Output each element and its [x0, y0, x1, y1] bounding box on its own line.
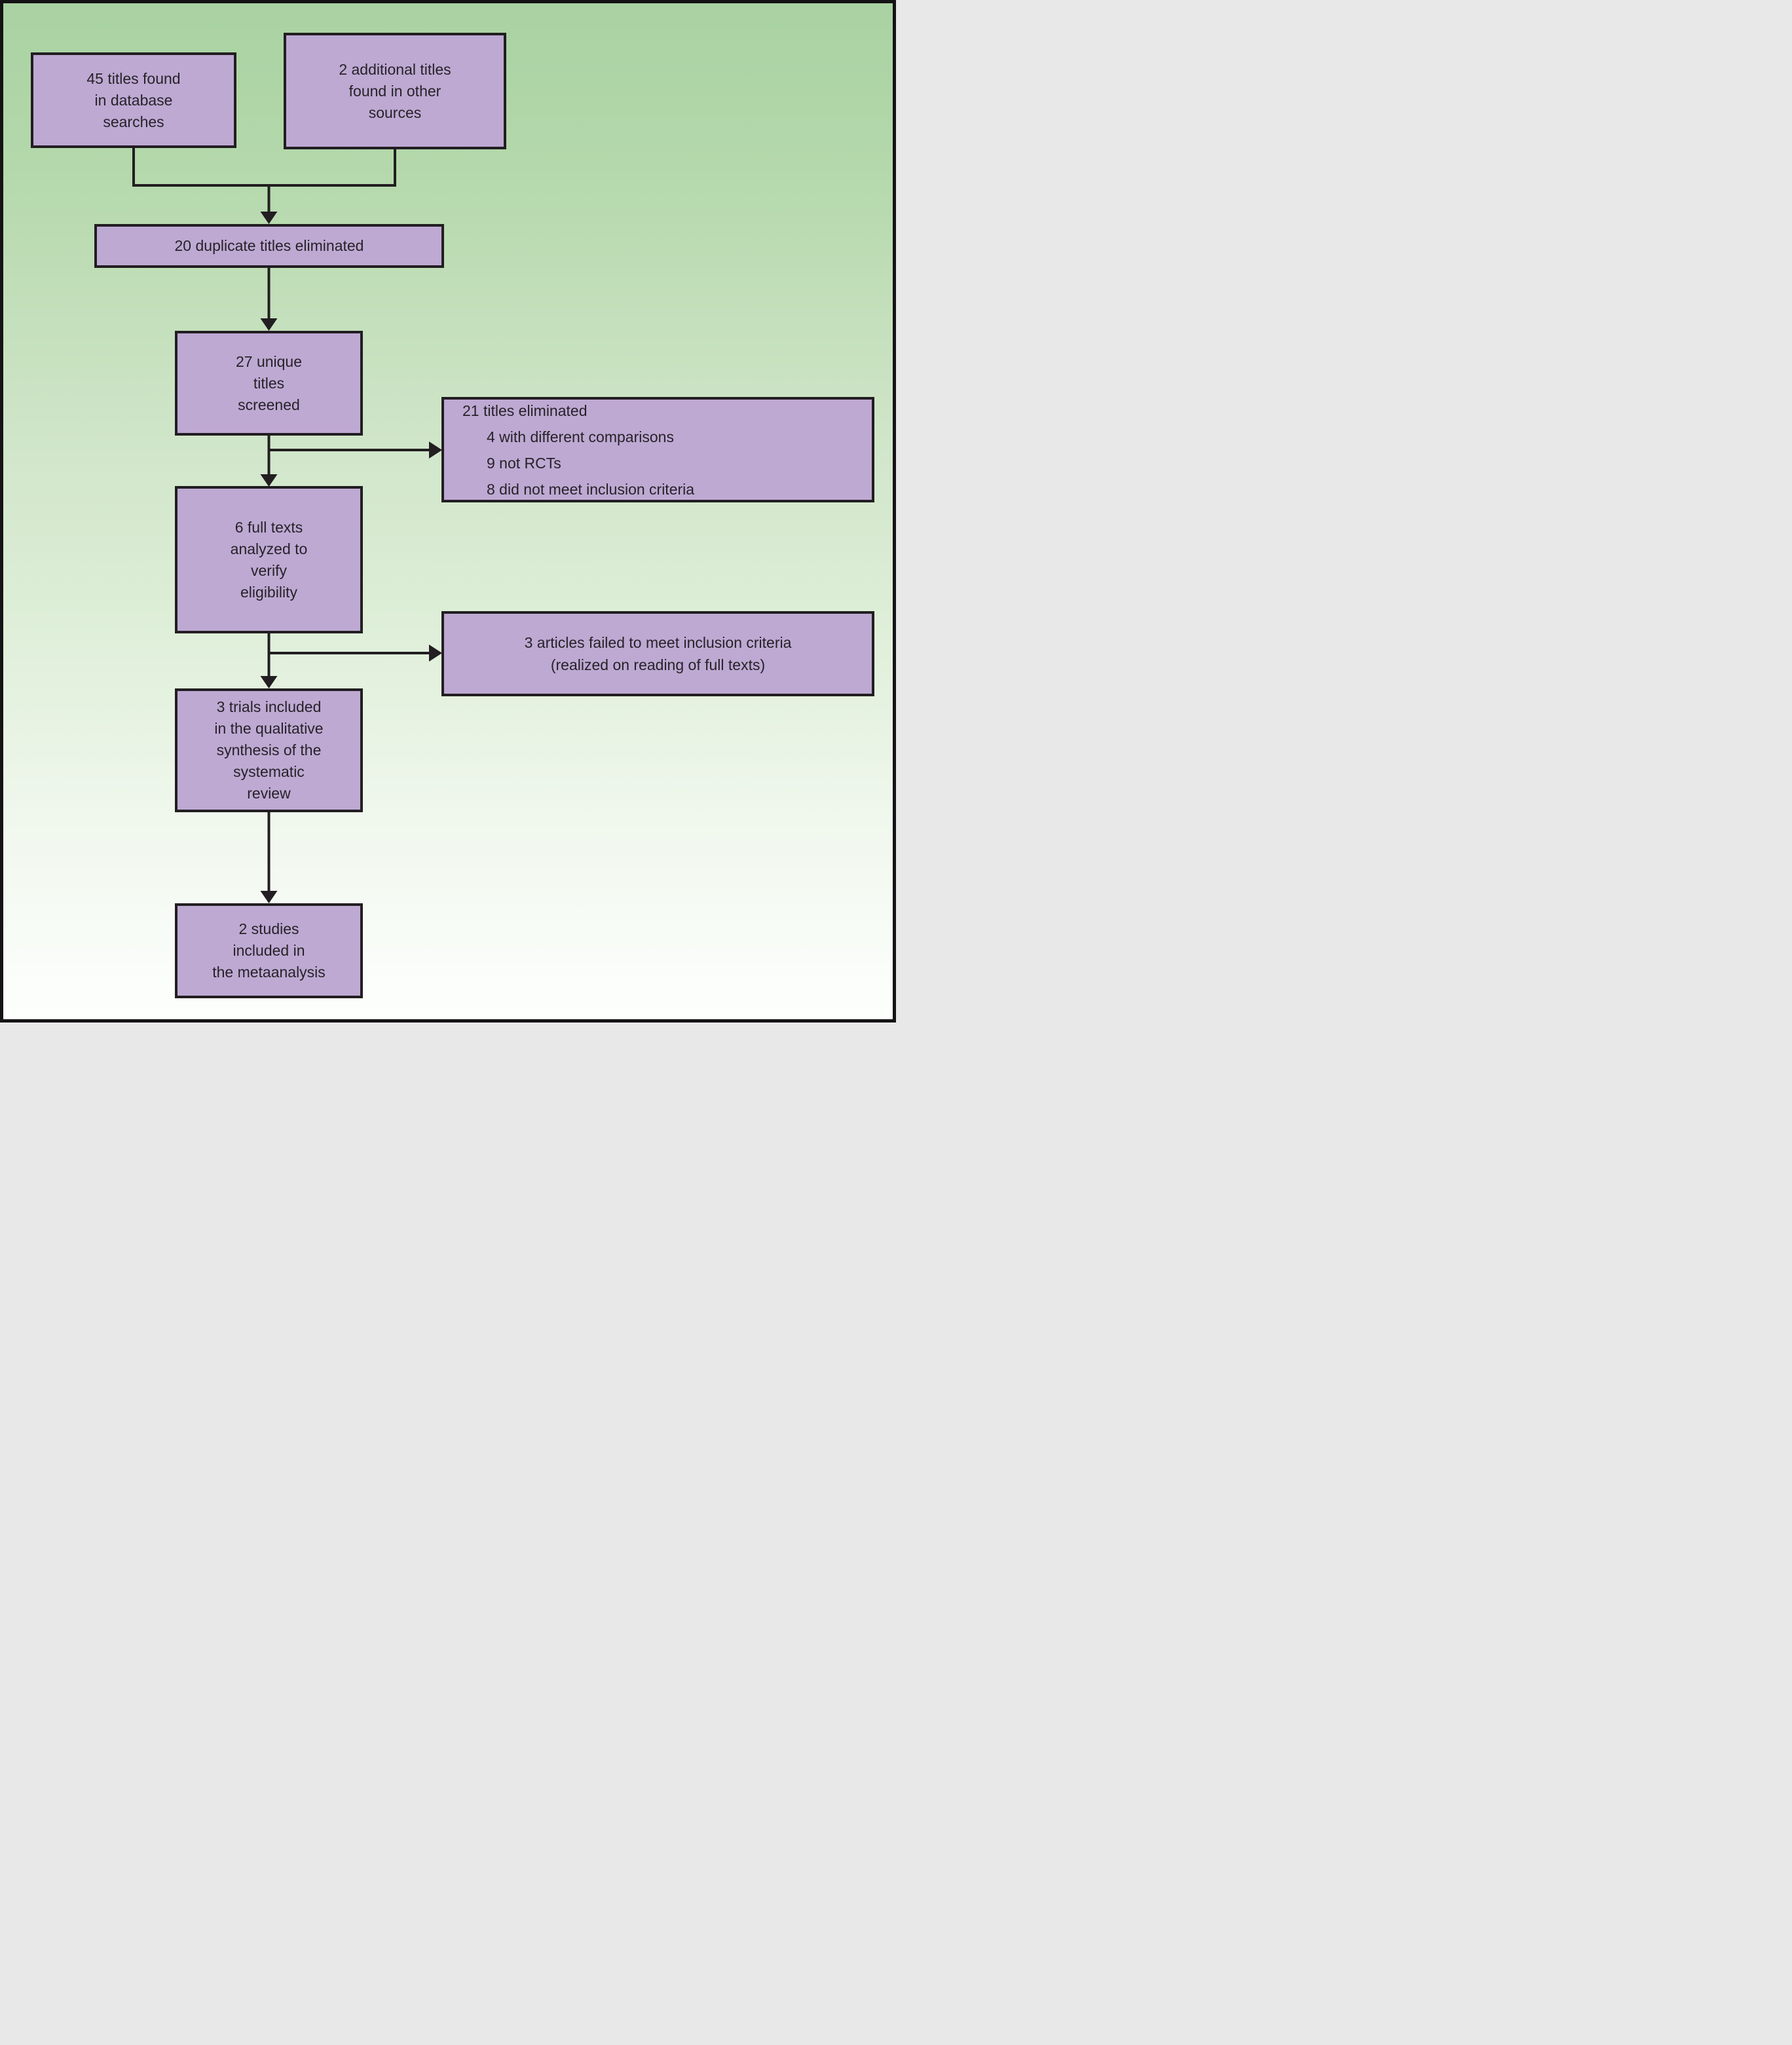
box-trials-qualitative-synthesis-text: 3 trials included in the qualitative syn… [214, 698, 324, 802]
box-titles-eliminated-reasons: 21 titles eliminated 4 with different co… [441, 397, 874, 502]
box-studies-metaanalysis-text: 2 studies included in the metaanalysis [212, 920, 326, 981]
box-additional-titles-other-sources-text: 2 additional titles found in other sourc… [339, 60, 451, 121]
titles-eliminated-title: 21 titles eliminated [462, 402, 588, 419]
arrowhead-into-metaanalysis [260, 891, 278, 903]
box-studies-metaanalysis: 2 studies included in the metaanalysis [175, 903, 363, 998]
flow-connectors [132, 147, 442, 903]
titles-eliminated-reason-2: 9 not RCTs [487, 454, 561, 472]
box-articles-failed-inclusion-text: 3 articles failed to meet inclusion crit… [524, 634, 792, 673]
box-titles-found-database: 45 titles found in database searches [31, 52, 236, 148]
arrowhead-into-qualitative [260, 676, 278, 688]
box-full-texts-analyzed-text: 6 full texts analyzed to verify eligibil… [230, 518, 308, 601]
box-full-texts-analyzed: 6 full texts analyzed to verify eligibil… [175, 486, 363, 633]
flow-diagram-canvas: 45 titles found in database searches 2 a… [0, 0, 896, 1022]
box-duplicate-titles-eliminated-text: 20 duplicate titles eliminated [174, 237, 364, 254]
box-duplicate-titles-eliminated: 20 duplicate titles eliminated [94, 224, 444, 268]
titles-eliminated-reason-3: 8 did not meet inclusion criteria [487, 480, 695, 498]
box-titles-found-database-text: 45 titles found in database searches [86, 69, 181, 130]
arrowhead-into-fulltexts [260, 474, 278, 487]
arrowhead-into-duplicates [260, 212, 278, 224]
arrowhead-into-articles-failed [429, 645, 442, 662]
titles-eliminated-reason-1: 4 with different comparisons [487, 428, 674, 445]
box-unique-titles-screened-text: 27 unique titles screened [235, 352, 303, 413]
box-additional-titles-other-sources: 2 additional titles found in other sourc… [284, 33, 506, 149]
box-unique-titles-screened: 27 unique titles screened [175, 331, 363, 436]
arrowhead-into-screened [260, 318, 278, 331]
box-trials-qualitative-synthesis: 3 trials included in the qualitative syn… [175, 688, 363, 812]
box-articles-failed-inclusion: 3 articles failed to meet inclusion crit… [441, 611, 874, 696]
arrowhead-into-titles-eliminated [429, 441, 442, 459]
